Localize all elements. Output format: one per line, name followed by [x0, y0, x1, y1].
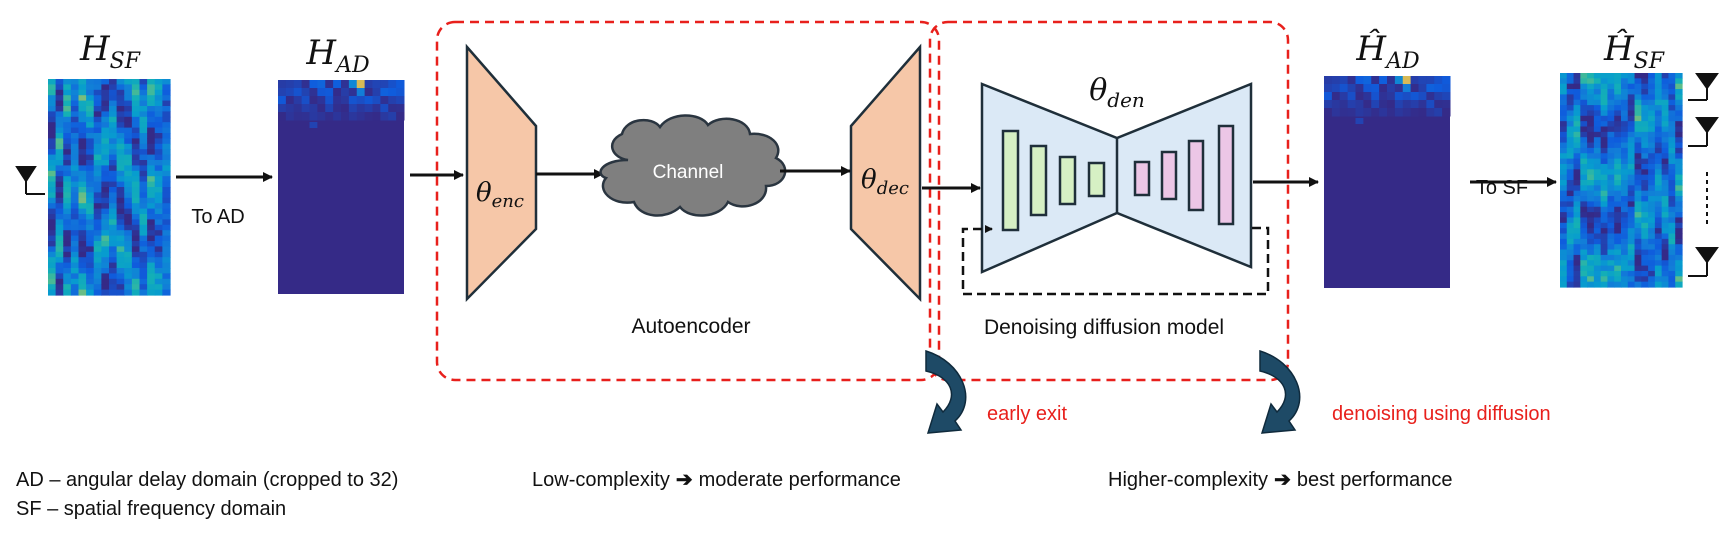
diffusion-boundary	[928, 20, 1290, 382]
high-complexity-note: Higher-complexity➔best performance	[1108, 469, 1452, 491]
diffusion-label: Denoising diffusion model	[984, 316, 1224, 339]
early-exit-arrow-icon	[925, 349, 967, 434]
diffusion-exit-arrow-icon	[1259, 349, 1301, 434]
h-ad-heatmap	[278, 80, 405, 294]
low-complexity-note: Low-complexity➔moderate performance	[532, 469, 901, 491]
down-layer-4	[1087, 161, 1106, 198]
h-ad-hat-heatmap	[1324, 76, 1451, 288]
autoencoder-label: Autoencoder	[631, 315, 750, 338]
autoencoder-boundary	[435, 20, 941, 382]
early-exit-label: early exit	[987, 403, 1067, 425]
denoiser-decoder-bars	[1133, 124, 1235, 226]
down-layer-3	[1058, 155, 1077, 206]
denoiser-label: θden	[1089, 73, 1145, 112]
legend-sf: SF – spatial frequency domain	[16, 498, 286, 520]
up-layer-1	[1133, 160, 1151, 197]
diffusion-exit-label: denoising using diffusion	[1332, 403, 1551, 425]
channel-label: Channel	[653, 162, 724, 183]
h-ad-hat-title: ĤAD	[1355, 28, 1420, 74]
channel-cloud-icon	[599, 114, 787, 217]
h-sf-heatmap	[48, 79, 171, 296]
rx-antenna-array-icon	[1688, 73, 1719, 277]
up-layer-2	[1160, 150, 1178, 201]
encoder-block	[465, 43, 538, 303]
decoder-label: θdec	[861, 165, 909, 199]
tx-antenna-icon	[15, 166, 45, 195]
denoiser-encoder-bars	[1001, 129, 1106, 232]
down-layer-2	[1029, 144, 1048, 217]
up-layer-3	[1187, 139, 1205, 212]
h-sf-title: HSF	[79, 29, 141, 74]
to-sf-label: To SF	[1476, 177, 1528, 199]
up-layer-4	[1217, 124, 1235, 226]
legend-ad: AD – angular delay domain (cropped to 32…	[16, 469, 398, 491]
decoder-block	[849, 43, 922, 303]
to-ad-label: To AD	[191, 206, 244, 228]
h-ad-title: HAD	[305, 33, 370, 78]
h-sf-hat-heatmap	[1560, 73, 1683, 288]
h-sf-hat-title: ĤSF	[1603, 28, 1665, 74]
encoder-label: θenc	[476, 178, 524, 212]
diffusion-feedback-loop	[961, 225, 1270, 296]
down-layer-1	[1001, 129, 1020, 232]
